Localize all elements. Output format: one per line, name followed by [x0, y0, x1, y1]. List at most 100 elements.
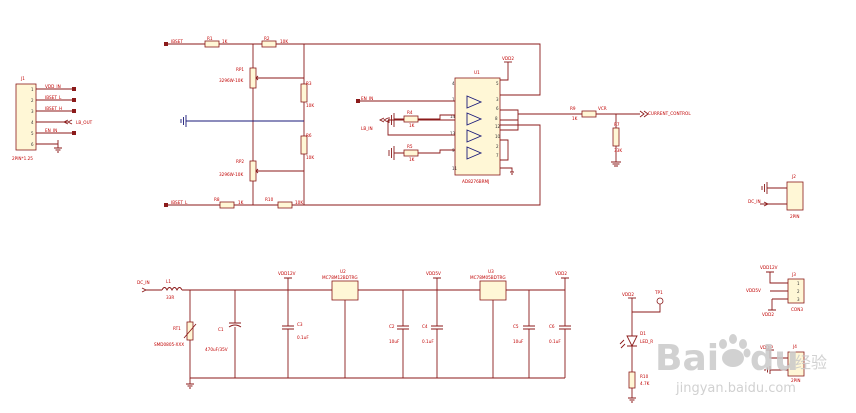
- u1-part: AD8276BRMJ: [462, 179, 489, 184]
- r10b-value: 4.7K: [640, 381, 650, 386]
- power-supply: DC_IN L1 33R RT1 SMD0805-XXX C1 470uF/35…: [137, 269, 571, 389]
- c1-ref: C1: [218, 327, 224, 332]
- r7-body: [612, 127, 620, 147]
- c3-ref: C3: [297, 322, 303, 327]
- u3-ref: U3: [488, 269, 494, 274]
- tp1-testpoint: [656, 297, 664, 305]
- j2-body: [786, 181, 804, 211]
- j1-pin-3: 3: [31, 109, 34, 114]
- u3-body: [479, 280, 507, 301]
- c4-value: 0.1uF: [422, 339, 434, 344]
- rt1-ref: RT1: [173, 326, 181, 331]
- r3-body: [300, 83, 308, 103]
- net-ibset-l: IBSET_L: [45, 95, 62, 100]
- r4-body: [403, 115, 419, 123]
- vdd5v-tap: [433, 277, 441, 290]
- j3-pin-3: 3: [797, 297, 800, 302]
- ground-u1-b: [388, 146, 395, 160]
- c5-cap: [523, 290, 535, 378]
- r10b-ref: R10: [640, 374, 649, 379]
- bottom-rail: [168, 124, 541, 206]
- j4-ref: J4: [792, 344, 797, 349]
- j2-ref: J2: [791, 174, 796, 179]
- net-vdd12v-a: VDD12V: [278, 271, 296, 276]
- c4-cap: [431, 290, 443, 378]
- c2-ref: C2: [389, 324, 395, 329]
- rt1-arrow: [183, 323, 197, 339]
- r3-value: 10K: [306, 103, 314, 108]
- u2-ref: U2: [340, 269, 346, 274]
- connector-j1: J1 1 2 3 4 5 6 2PIN*1.25 VDD_IN IBSET_L …: [12, 76, 93, 161]
- j2-part: 2PIN: [790, 214, 800, 219]
- d1-emission: [619, 339, 626, 349]
- led-indicator: VDD2 TP1 D1 LED_R R10 4.7K: [619, 290, 664, 403]
- net-vdd5v-j3: VDD5V: [746, 288, 761, 293]
- svg-text:1: 1: [452, 97, 455, 102]
- r1-body: [204, 40, 220, 48]
- net-vdd12v-j3: VDD12V: [760, 265, 778, 270]
- net-vddip: VDDIP: [760, 345, 774, 350]
- r1-ref: R1: [207, 36, 213, 41]
- wiper-links: [262, 77, 304, 172]
- svg-text:8: 8: [495, 116, 498, 121]
- c6-cap: [559, 290, 571, 378]
- j1-pin-2: 2: [31, 98, 34, 103]
- c3-value: 0.1uF: [297, 335, 309, 340]
- baidu-paw-logo: [719, 334, 751, 367]
- tp1-ref: TP1: [654, 290, 663, 295]
- c4-ref: C4: [422, 324, 428, 329]
- r6-ref: R6: [306, 133, 312, 138]
- j1-pin-4: 4: [31, 120, 34, 125]
- r10-value: 10K: [295, 200, 303, 205]
- svg-text:2: 2: [496, 144, 499, 149]
- svg-text:12: 12: [495, 124, 501, 129]
- c1-value: 470uF/35V: [205, 347, 228, 352]
- r8-ref: R8: [214, 197, 220, 202]
- dc-in-port: [141, 287, 148, 293]
- watermark-brand-2: du: [750, 339, 799, 379]
- r10b-body: [628, 371, 636, 389]
- port-en-in: [356, 99, 360, 103]
- net-ibset-top: IBSET: [171, 39, 183, 44]
- j3-pin-1: 1: [797, 281, 800, 286]
- svg-text:9: 9: [452, 148, 455, 153]
- r2-body: [261, 40, 277, 48]
- net-lb-out: LB_OUT: [76, 120, 93, 125]
- svg-text:11: 11: [452, 166, 458, 171]
- r2-ref: R2: [264, 36, 270, 41]
- r7-ref: R7: [614, 122, 620, 127]
- j4-part: 2PIN: [791, 378, 801, 383]
- j1-wires: [36, 88, 72, 145]
- d1-led: [626, 335, 638, 348]
- svg-text:13: 13: [450, 131, 456, 136]
- net-en-in: EN_IN: [45, 128, 57, 133]
- r4-wires: [394, 114, 455, 120]
- led-wires: [628, 298, 636, 403]
- u1-ground: [500, 167, 514, 175]
- port-ibset-top: [164, 42, 168, 46]
- top-rail: [168, 43, 541, 96]
- port-ibset-bot: [164, 203, 168, 207]
- j4-wire-1: [766, 349, 788, 359]
- u1-out-loop: [500, 109, 519, 131]
- svg-text:10: 10: [495, 134, 501, 139]
- c2-cap: [397, 290, 409, 378]
- rp1-body: [249, 67, 257, 89]
- r1-value: 1K: [222, 39, 228, 44]
- r9-value: 1K: [572, 116, 578, 121]
- ground-u1-a: [388, 113, 395, 127]
- lb-in-branch: [387, 120, 455, 136]
- net-vdd2-a: VDD2: [502, 56, 514, 61]
- u1-ref: U1: [474, 70, 480, 75]
- net-dc-in-j2: DC_IN: [748, 199, 761, 204]
- r6-body: [300, 135, 308, 155]
- r7-wires: [611, 114, 621, 167]
- svg-text:4: 4: [452, 81, 455, 86]
- svg-text:5: 5: [496, 81, 499, 86]
- u1-vdd-wire: [500, 62, 509, 81]
- rp2-body: [249, 160, 257, 182]
- j1-body: [15, 83, 37, 151]
- connector-j4: J4 2PIN VDDIP: [760, 344, 805, 383]
